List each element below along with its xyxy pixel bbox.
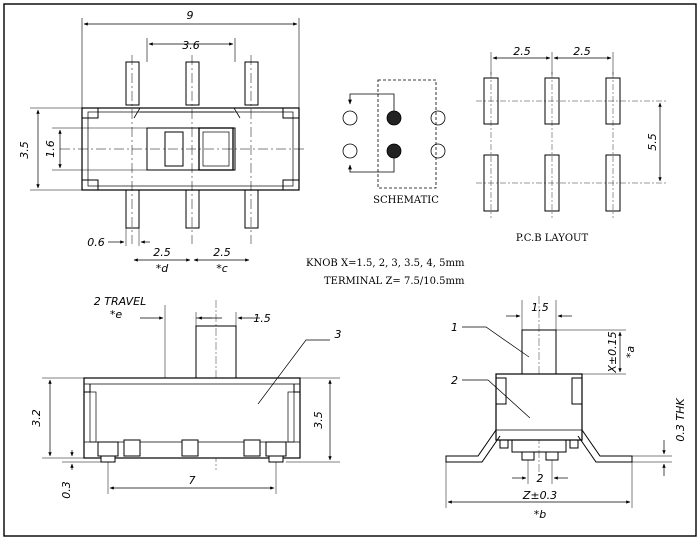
- pcb-title: P.C.B LAYOUT: [516, 233, 589, 244]
- front-view: [42, 300, 340, 494]
- front-travel-note: *e: [110, 308, 123, 321]
- side-overall: Z±0.3: [522, 489, 557, 502]
- side-lead-pitch: 2: [537, 472, 544, 485]
- front-standoff: 0.3: [60, 481, 73, 499]
- note-knob: KNOB X=1.5, 2, 3, 3.5, 4, 5mm: [306, 258, 465, 269]
- dim-pin-width: 0.6: [87, 236, 105, 249]
- side-callout-1: 1: [451, 321, 458, 334]
- schematic-symbol: [342, 79, 446, 189]
- note-c: *c: [216, 262, 228, 275]
- dim-height: 3.5: [18, 141, 31, 159]
- front-knob-width: 1.5: [253, 312, 271, 325]
- dim-slot: 1.6: [44, 140, 57, 158]
- side-callout-2: 2: [451, 374, 458, 387]
- front-height-left: 3.2: [30, 409, 43, 427]
- dim-pitch-d: 2.5: [153, 246, 171, 259]
- sheet-border: [3, 3, 697, 537]
- front-callout-3: 3: [335, 328, 342, 341]
- note-d: *d: [156, 262, 170, 275]
- note-terminal: TERMINAL Z= 7.5/10.5mm: [324, 276, 465, 287]
- front-travel: 2 TRAVEL: [94, 295, 146, 308]
- dim-pin-span: 3.6: [182, 39, 200, 52]
- dim-pitch-c: 2.5: [213, 246, 231, 259]
- schematic-title: SCHEMATIC: [373, 195, 439, 206]
- top-view: [30, 18, 306, 262]
- side-overall-note: *b: [534, 508, 547, 521]
- pcb-pitch-left: 2.5: [513, 45, 531, 58]
- dim-width: 9: [187, 9, 194, 22]
- pcb-row-gap: 5.5: [646, 133, 659, 151]
- front-terminal-span: 7: [189, 474, 196, 487]
- side-thickness: 0.3 THK: [674, 398, 687, 442]
- side-view: [445, 296, 672, 508]
- pcb-pitch-right: 2.5: [573, 45, 591, 58]
- pcb-layout: [476, 52, 668, 218]
- front-height-right: 3.5: [312, 411, 325, 429]
- side-knob-note: *a: [624, 346, 637, 359]
- side-knob-height: X±0.15: [606, 331, 619, 373]
- side-knob-width: 1.5: [531, 301, 549, 314]
